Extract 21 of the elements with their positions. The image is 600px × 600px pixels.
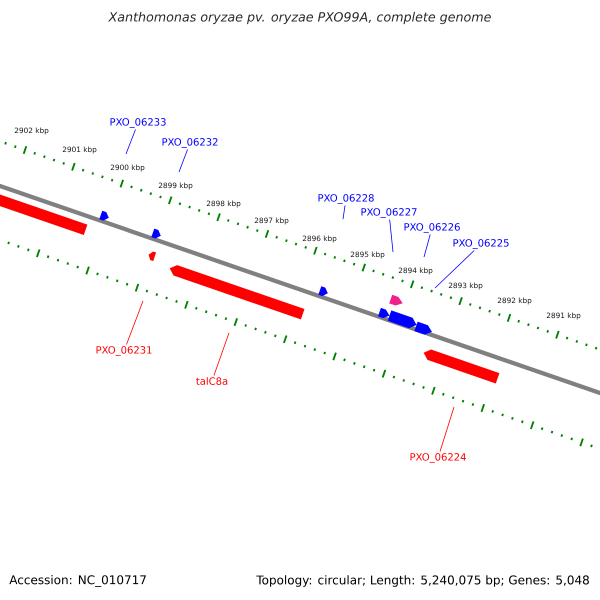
gene-label: PXO_06232 — [162, 138, 218, 148]
leader-line — [434, 250, 475, 288]
leader-line — [214, 332, 230, 376]
leader-line — [178, 149, 188, 172]
leader-line — [424, 234, 431, 258]
footer-text: Topology: circular; Length: 5,240,075 bp; Genes: 5,048 — [256, 575, 589, 587]
footer-text: Accession: NC_010717 — [9, 575, 146, 587]
gene-label: PXO_06227 — [362, 208, 417, 218]
gene-label: talC8a — [196, 377, 228, 385]
gene-label: PXO_06226 — [404, 223, 460, 233]
title: Xanthomonas oryzae pv. oryzae PXO99A, complete genome — [108, 12, 491, 24]
gene-label: PXO_06233 — [110, 118, 166, 128]
gene-label: PXO_06225 — [454, 239, 509, 249]
leader-line — [126, 300, 144, 345]
gene-label: PXO_06224 — [410, 453, 466, 463]
leader-line — [126, 129, 136, 154]
leader-line — [342, 205, 346, 220]
leader-line — [440, 406, 454, 452]
leader-line — [389, 219, 394, 252]
gene-label: PXO_06228 — [318, 194, 374, 204]
gene-label: PXO_06231 — [96, 346, 152, 356]
